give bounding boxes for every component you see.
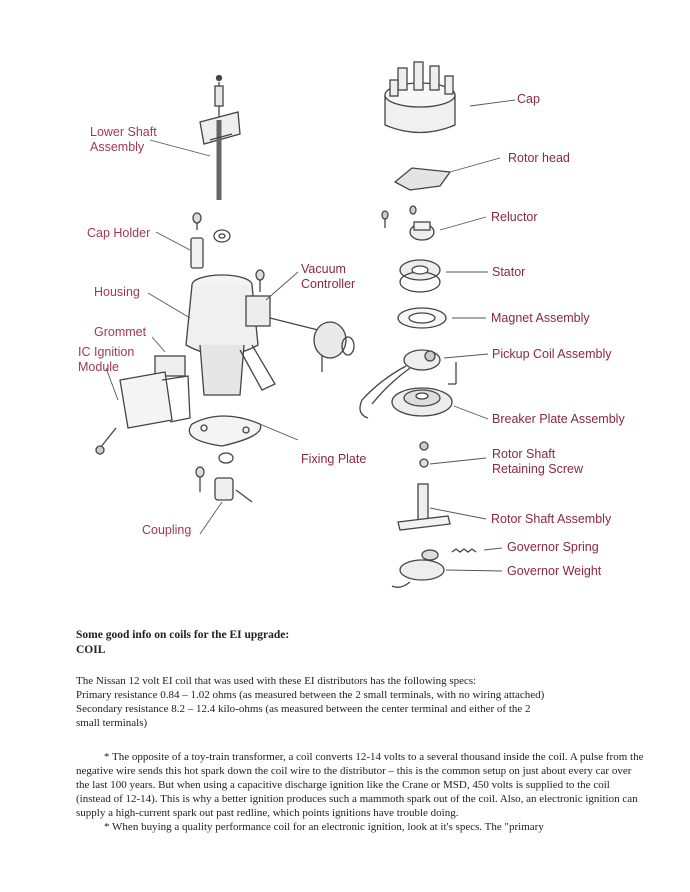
specs-paragraph: The Nissan 12 volt EI coil that was used… [76, 674, 646, 730]
stator-part [400, 260, 440, 292]
distributor-exploded-diagram: Lower Shaft Assembly Cap Holder Housing … [0, 0, 690, 600]
specs-line-2: Primary resistance 0.84 – 1.02 ohms (as … [76, 688, 646, 702]
diagram-drawing [0, 0, 690, 600]
label-rotor-shaft-retaining-screw: Rotor Shaft Retaining Screw [492, 447, 583, 477]
buying-tip-paragraph: * When buying a quality performance coil… [76, 820, 646, 834]
section-heading: Some good info on coils for the EI upgra… [76, 628, 646, 643]
coupling-part [215, 478, 252, 502]
vacuum-controller-part [270, 318, 354, 372]
label-pickup-coil-assembly: Pickup Coil Assembly [492, 347, 612, 362]
label-vacuum-line2: Controller [301, 277, 355, 292]
label-vacuum-controller: Vacuum Controller [301, 262, 355, 292]
label-lower-shaft-line1: Lower Shaft [90, 125, 157, 140]
specs-line-4: small terminals) [76, 716, 646, 730]
housing-part [186, 270, 275, 395]
label-ic-line2: Module [78, 360, 134, 375]
reluctor-part [382, 206, 434, 240]
lower-shaft-part [200, 76, 240, 201]
label-governor-spring: Governor Spring [507, 540, 599, 555]
cap-part [385, 62, 455, 133]
label-fixing-plate: Fixing Plate [301, 452, 366, 467]
label-rssr-line1: Rotor Shaft [492, 447, 583, 462]
specs-line-1: The Nissan 12 volt EI coil that was used… [76, 674, 646, 688]
label-coupling: Coupling [142, 523, 191, 538]
label-breaker-plate-assembly: Breaker Plate Assembly [492, 412, 625, 427]
label-vacuum-line1: Vacuum [301, 262, 355, 277]
section-subheading: COIL [76, 643, 646, 658]
label-lower-shaft-assembly: Lower Shaft Assembly [90, 125, 157, 155]
rotor-shaft-assembly-part [398, 484, 450, 530]
coil-info-section: Some good info on coils for the EI upgra… [76, 628, 646, 834]
magnet-assembly-part [398, 308, 446, 328]
label-governor-weight: Governor Weight [507, 564, 601, 579]
label-housing: Housing [94, 285, 140, 300]
coil-explanation-paragraph: * The opposite of a toy-train transforme… [76, 750, 646, 820]
governor-weight-part [392, 550, 444, 587]
label-rotor-shaft-assembly: Rotor Shaft Assembly [491, 512, 611, 527]
label-rotor-head: Rotor head [508, 151, 570, 166]
label-cap: Cap [517, 92, 540, 107]
label-lower-shaft-line2: Assembly [90, 140, 157, 155]
governor-spring-part [452, 549, 476, 552]
label-grommet: Grommet [94, 325, 146, 340]
label-cap-holder: Cap Holder [87, 226, 150, 241]
label-ic-ignition-module: IC Ignition Module [78, 345, 134, 375]
label-ic-line1: IC Ignition [78, 345, 134, 360]
label-stator: Stator [492, 265, 525, 280]
label-reluctor: Reluctor [491, 210, 538, 225]
label-rssr-line2: Retaining Screw [492, 462, 583, 477]
breaker-plate-part [392, 388, 452, 416]
cap-holder-part [191, 213, 230, 268]
rotor-head-part [395, 168, 450, 190]
specs-line-3: Secondary resistance 8.2 – 12.4 kilo-ohm… [76, 702, 646, 716]
retaining-screw-part [420, 442, 428, 467]
label-magnet-assembly: Magnet Assembly [491, 311, 590, 326]
